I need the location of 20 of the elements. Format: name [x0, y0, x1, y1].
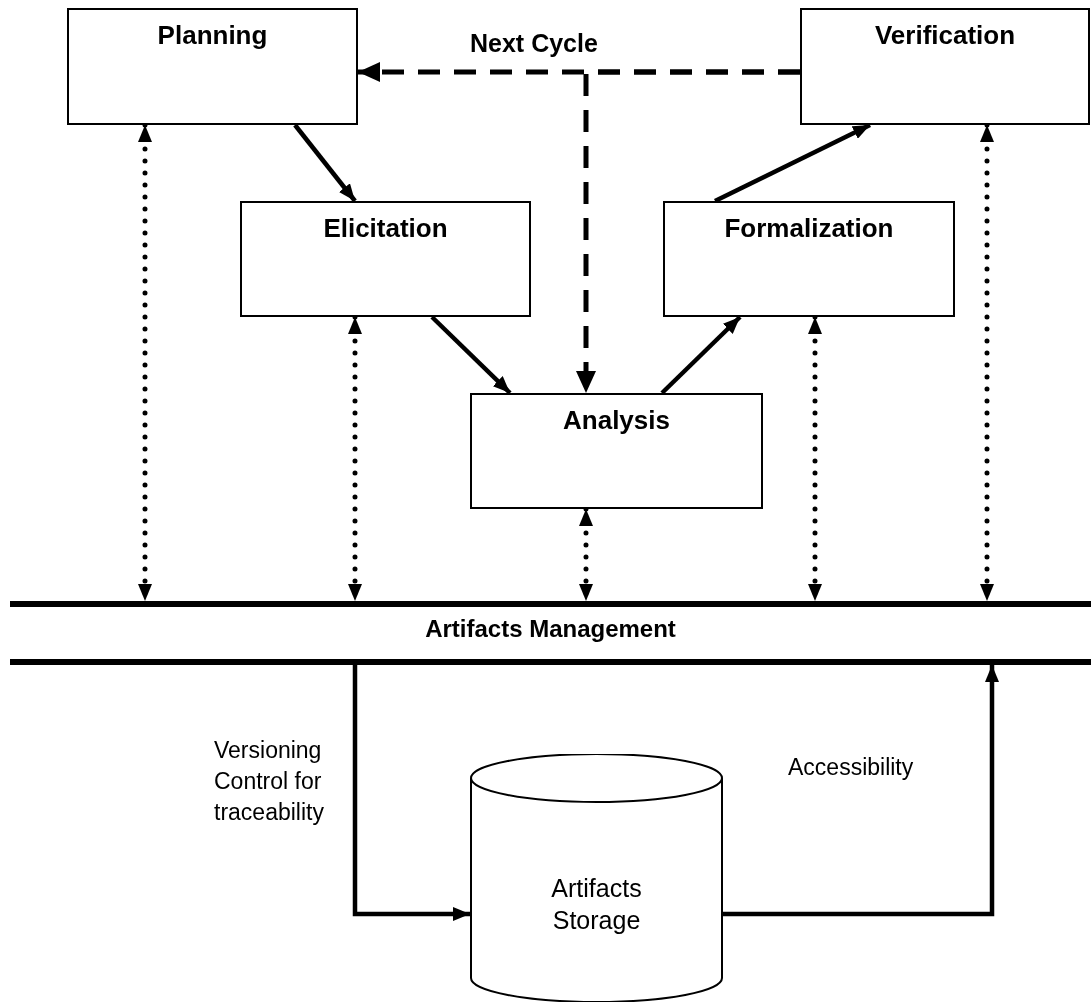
box-title: Verification	[874, 20, 1016, 51]
process-box	[470, 393, 763, 509]
process-box	[67, 8, 358, 125]
band-title: Artifacts Management	[425, 615, 676, 643]
arrow	[430, 315, 512, 395]
box-title: Analysis	[563, 405, 670, 436]
arrow	[723, 665, 999, 917]
arrow	[352, 665, 470, 921]
process-box	[663, 201, 955, 317]
dashed-arrow	[576, 69, 800, 393]
process-box	[800, 8, 1090, 125]
arrow	[714, 123, 871, 203]
management-band	[10, 601, 1091, 665]
process-box	[240, 201, 531, 317]
box-title: Elicitation	[323, 213, 448, 244]
storage-label: Artifacts Storage	[550, 873, 643, 936]
box-title: Planning	[157, 20, 268, 51]
arrow	[660, 315, 742, 395]
arrow	[293, 123, 357, 203]
box-title: Formalization	[724, 213, 894, 244]
